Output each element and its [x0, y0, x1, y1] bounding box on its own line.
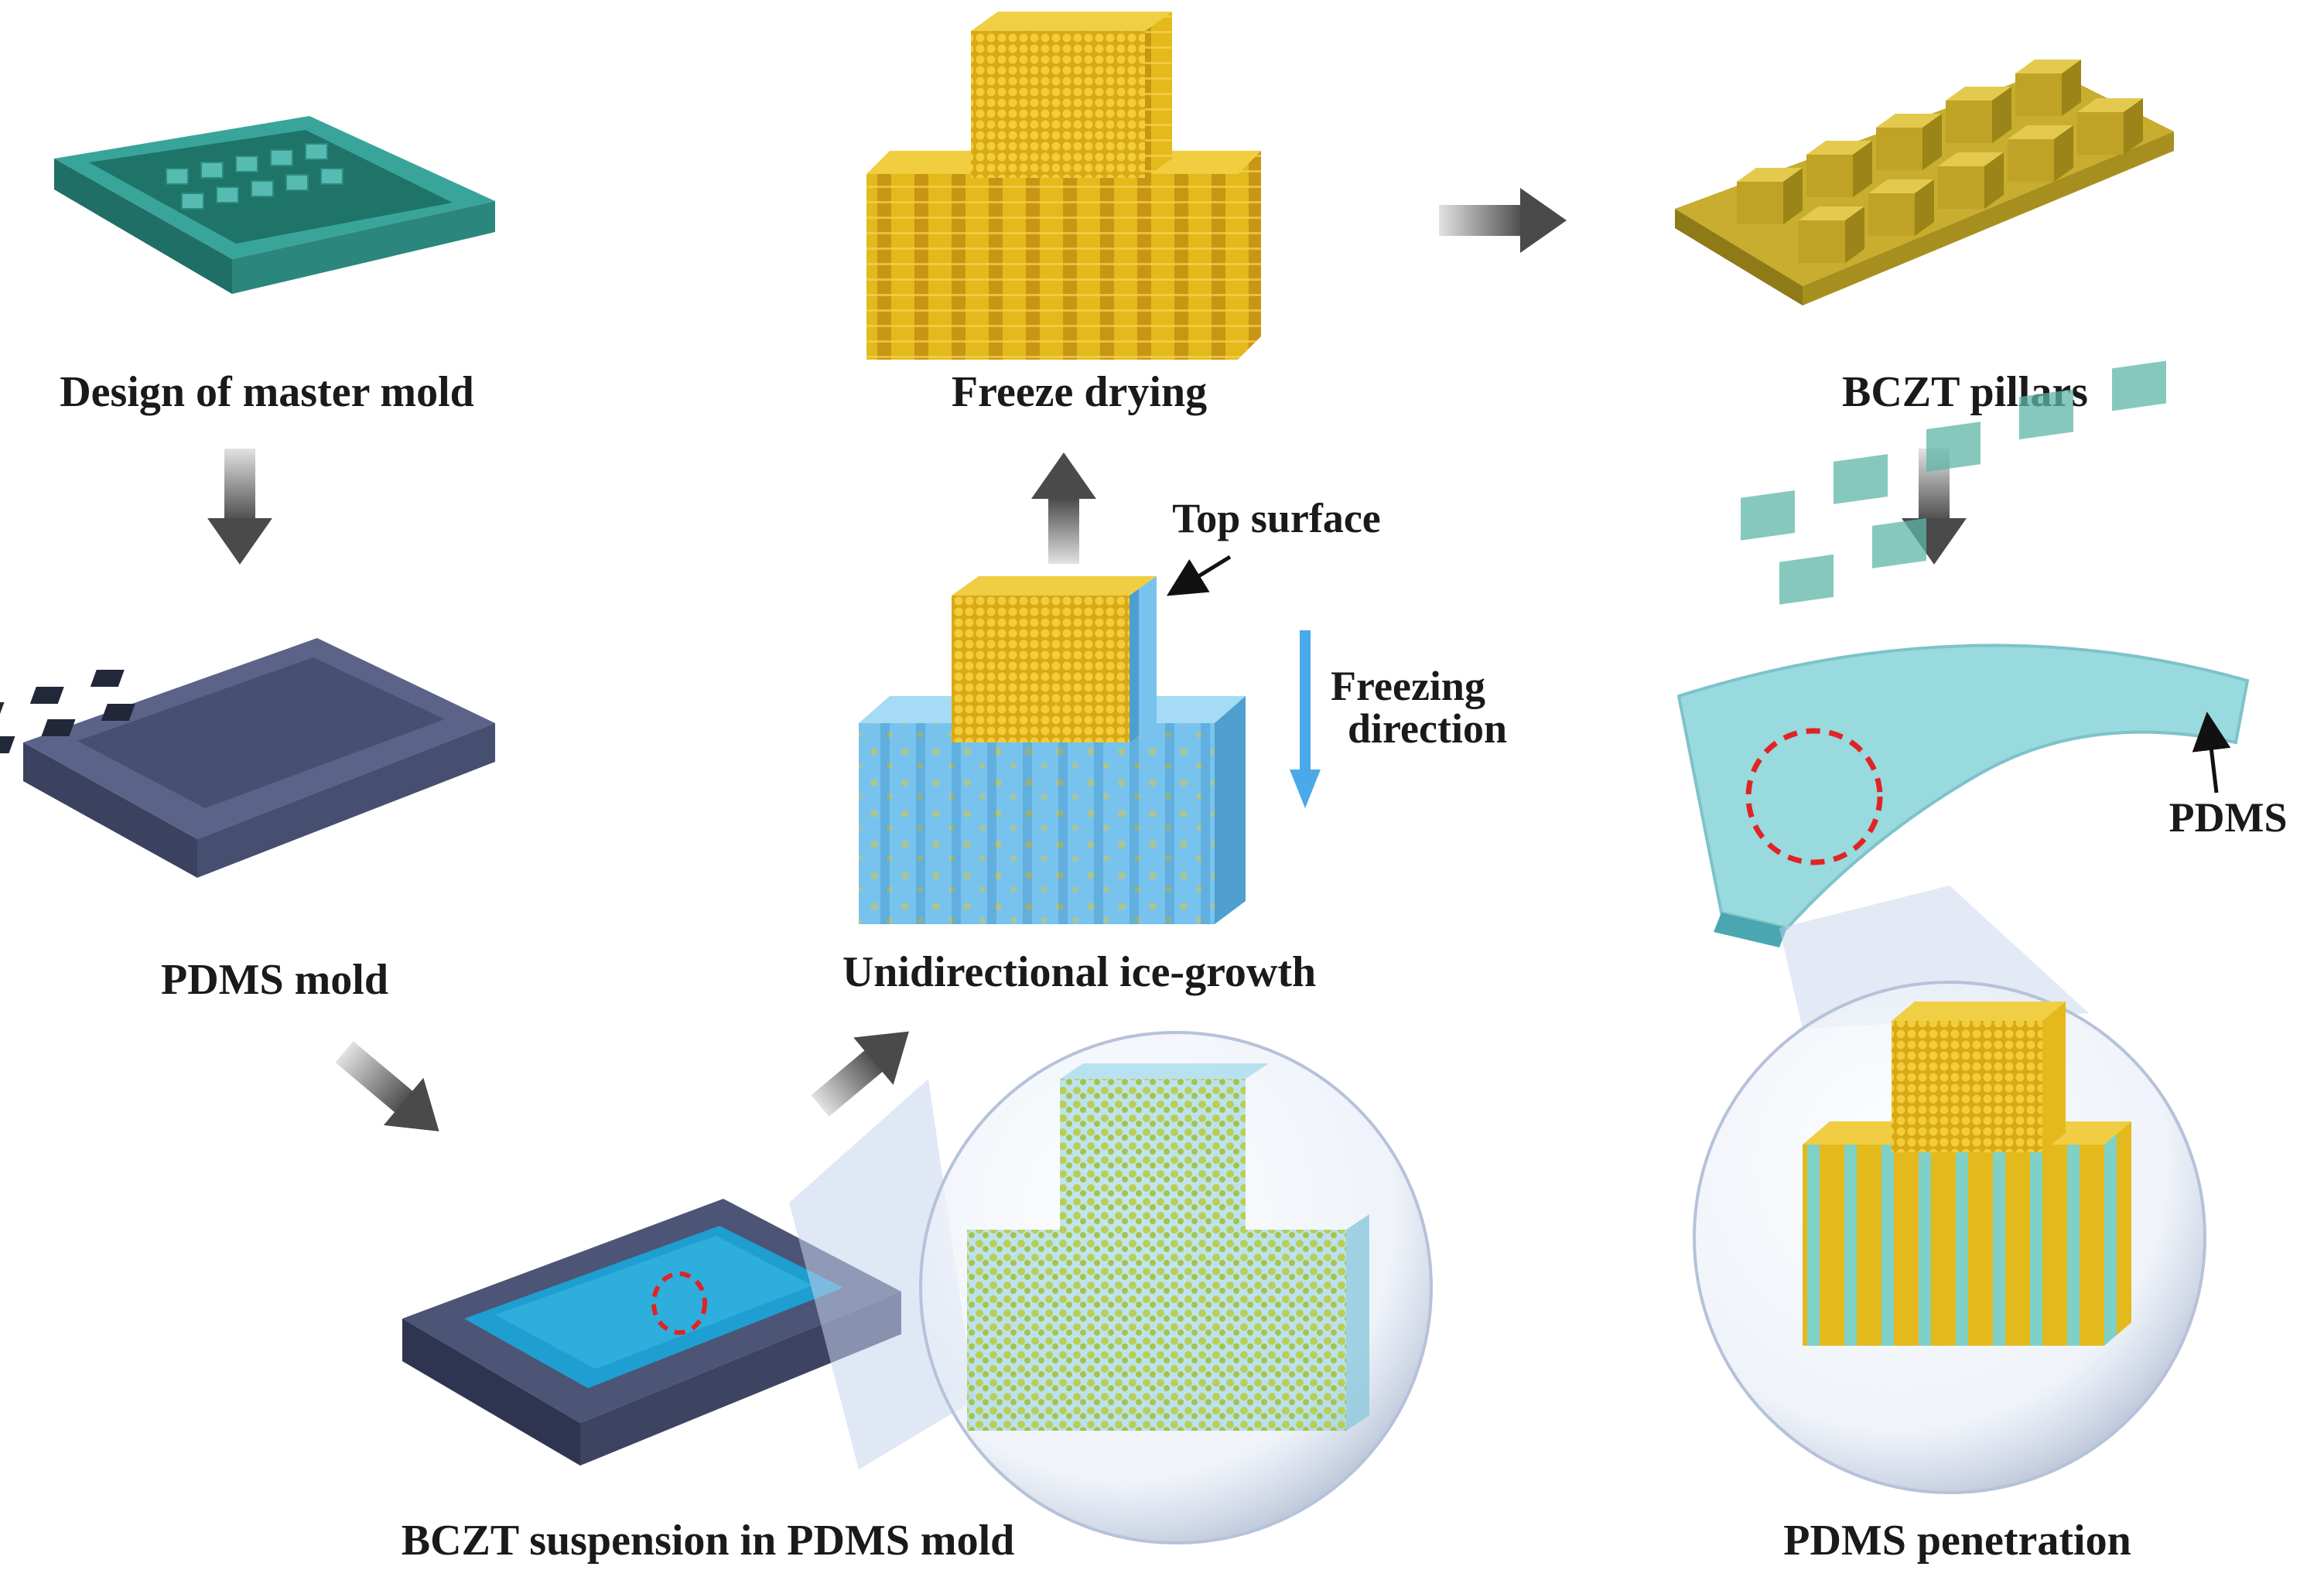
pdms-mold-label: PDMS mold [161, 956, 388, 1004]
ice-growth-label: Unidirectional ice-growth [842, 948, 1316, 996]
freezing-direction-label-line1: Freezing [1331, 663, 1485, 709]
suspension-label: BCZT suspension in PDMS mold [402, 1517, 1015, 1565]
pdms-tag-label: PDMS [2169, 794, 2288, 841]
arrow-diagonal-1 [335, 1041, 439, 1131]
pdms-mold-illustration [0, 638, 495, 878]
pdms-tag-pointer [2192, 712, 2231, 794]
pdms-zoom-bubble [1693, 886, 2206, 1494]
arrow-down-1 [207, 449, 272, 565]
master-mold-label: Design of master mold [60, 368, 474, 416]
top-surface-label: Top surface [1172, 495, 1381, 541]
freeze-drying-illustration [866, 12, 1261, 360]
pdms-penetration-label: PDMS penetration [1783, 1517, 2131, 1565]
pillar-blocks [1737, 60, 2143, 263]
arrow-right [1439, 188, 1567, 253]
pillars-illustration [1675, 60, 2174, 305]
pdms-film-illustration [1676, 360, 2250, 947]
suspension-particle-cube [967, 1063, 1369, 1431]
arrow-diagonal-2 [811, 1031, 909, 1117]
master-mold-illustration [54, 116, 495, 294]
suspension-zoom-marker [651, 1271, 707, 1335]
freezing-direction-arrow [1290, 630, 1321, 808]
arrow-up [1031, 452, 1096, 564]
top-surface-pointer [1166, 555, 1232, 596]
pdms-penetrated-scaffold [1803, 1002, 2131, 1346]
freeze-drying-label: Freeze drying [952, 368, 1207, 416]
freezing-direction-label-line2: direction [1348, 705, 1507, 752]
suspension-zoom-bubble [789, 1031, 1433, 1544]
pdms-zoom-marker [1745, 728, 1883, 865]
ice-growth-illustration [859, 576, 1246, 924]
suspension-mold-illustration [402, 1199, 901, 1466]
